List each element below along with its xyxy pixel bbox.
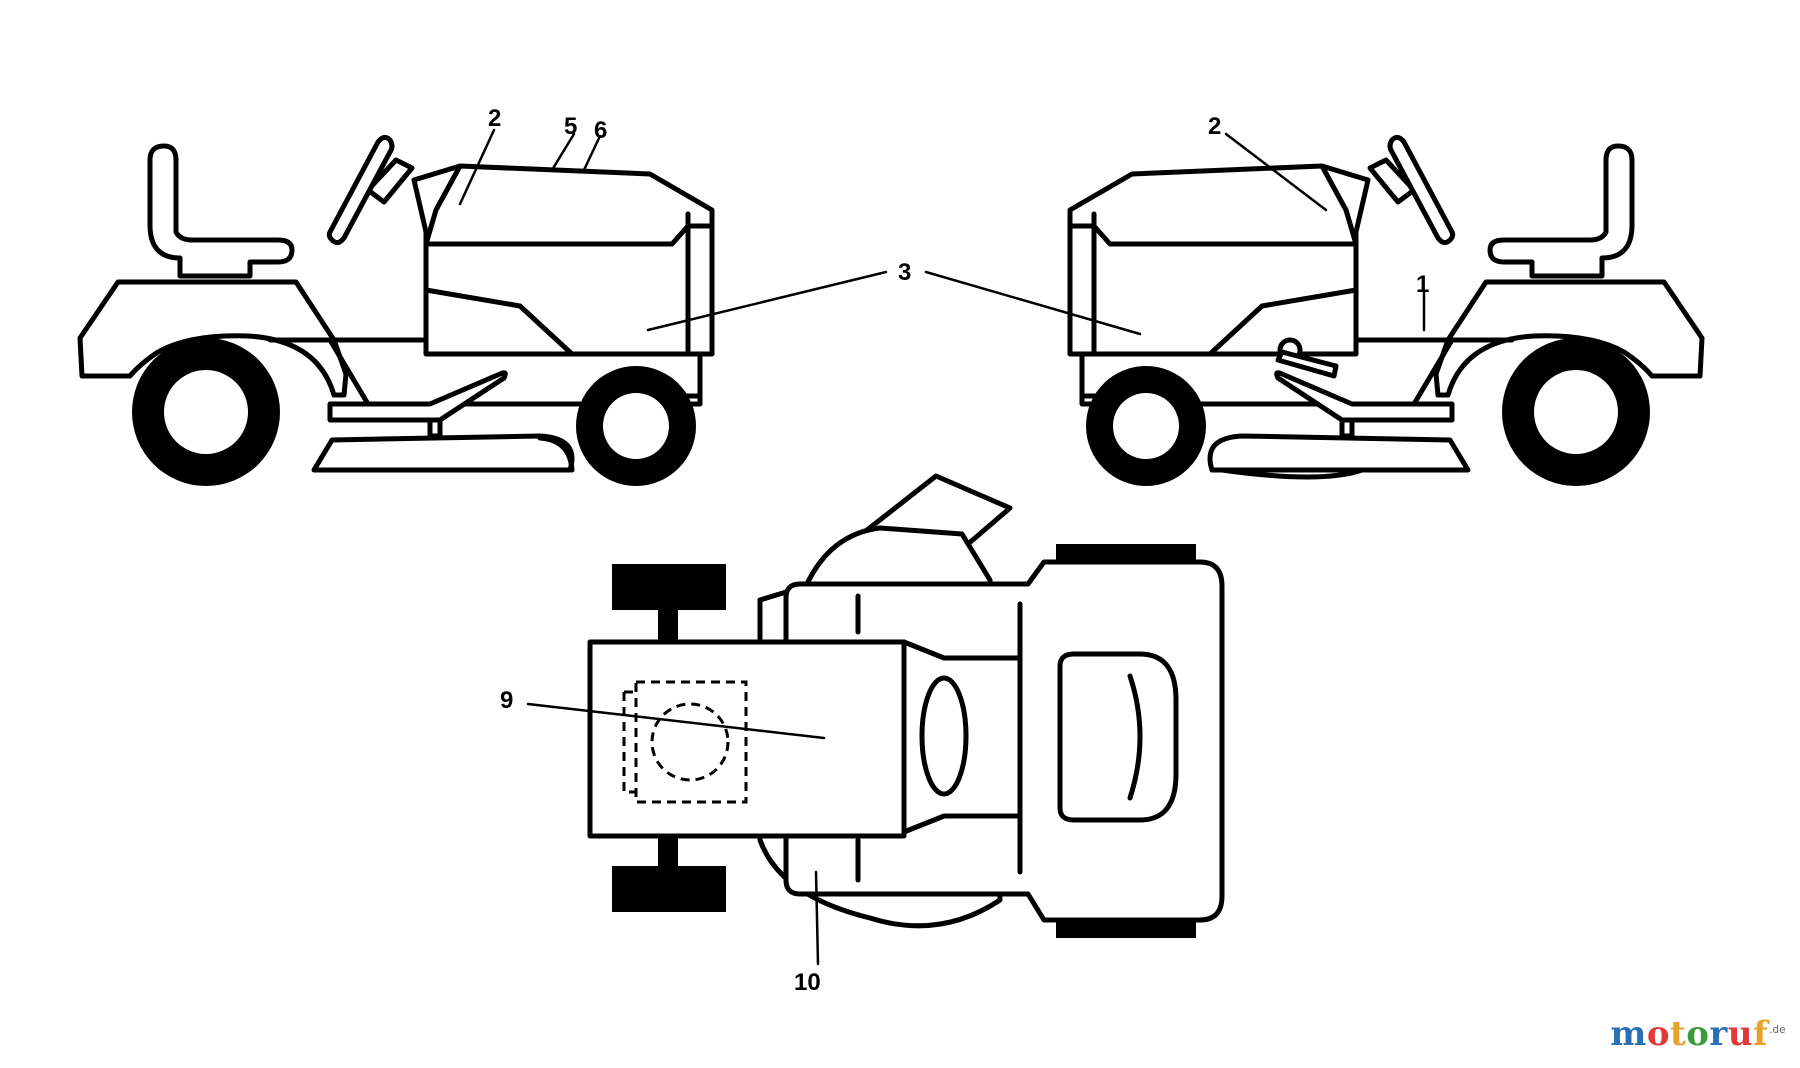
leader-left-6 [582,134,602,172]
callout-left-2: 2 [488,105,501,132]
leader-left-2 [458,128,496,206]
watermark-letter: u [1727,1014,1754,1054]
callout-top-10: 10 [794,969,821,996]
watermark-letter: t [1670,1014,1687,1054]
top-tractor-view [587,473,1225,938]
top-front-hood-curve [1127,673,1143,801]
left-rear-wheel-hub [164,370,248,454]
callout-center-3: 3 [898,259,911,286]
left-seat [147,143,295,279]
right-lever [1275,349,1339,379]
callout-right-2: 2 [1208,113,1221,140]
top-rear-left-tire [612,564,726,610]
watermark-letters: motoruf [1610,1014,1768,1054]
right-front-wheel-hub [1113,393,1179,459]
left-steering-column [365,157,415,205]
leader-3-left [646,270,888,332]
top-steering-wheel [919,675,969,797]
callout-left-5: 5 [564,113,577,140]
leader-top-9 [526,702,826,740]
left-rear-fender [77,279,349,398]
top-front-hood [1057,651,1179,823]
right-hood-front [1319,163,1359,247]
leader-left-5 [550,132,576,172]
callout-left-6: 6 [594,117,607,144]
callouts: 2 5 6 3 2 1 9 10 [488,105,1429,996]
watermark-letter: r [1709,1014,1728,1054]
right-hood-line [1067,223,1359,247]
right-deck-underside [1219,467,1365,480]
top-seat-dashed-outline [634,680,748,804]
right-mower-deck [1207,433,1471,473]
right-steering-column [1367,157,1417,205]
left-tractor-side-view [77,134,715,486]
top-rear-axle-right [658,838,678,868]
watermark-letter: m [1610,1014,1647,1054]
left-deck-discharge [537,435,575,473]
leader-3-right [924,270,1142,336]
left-hood [411,163,715,357]
watermark-logo: motoruf.de [1610,1014,1786,1054]
right-tractor-side-view [1067,134,1705,486]
right-foot-pedal [1274,370,1455,423]
callout-top-9: 9 [500,687,513,714]
left-mower-deck [311,433,575,473]
left-hood-line-2 [423,287,575,357]
left-steering-wheel [326,134,395,246]
watermark-letter: o [1646,1014,1670,1054]
right-steering-wheel [1387,134,1456,246]
right-rear-fender [1433,279,1705,398]
left-hood-front [423,163,463,247]
right-hood [1067,163,1371,357]
watermark-suffix: .de [1769,1023,1786,1036]
top-seat-dashed-circle [650,702,730,782]
watermark-letter: f [1753,1014,1769,1054]
left-foot-pedal [327,370,508,423]
right-seat [1487,143,1635,279]
right-hood-line-2 [1207,287,1359,357]
top-rear-right-tire [612,866,726,912]
top-rear-axle-left [658,606,678,646]
top-seat-dashed-outline-2 [622,690,636,794]
left-front-wheel-hub [603,393,669,459]
right-rear-wheel-hub [1534,370,1618,454]
callout-right-1: 1 [1416,271,1429,298]
left-hood-line [423,223,715,247]
leader-right-2 [1224,132,1328,212]
leader-lines [458,128,1426,966]
watermark-letter: o [1686,1014,1710,1054]
leader-top-10 [814,870,820,966]
